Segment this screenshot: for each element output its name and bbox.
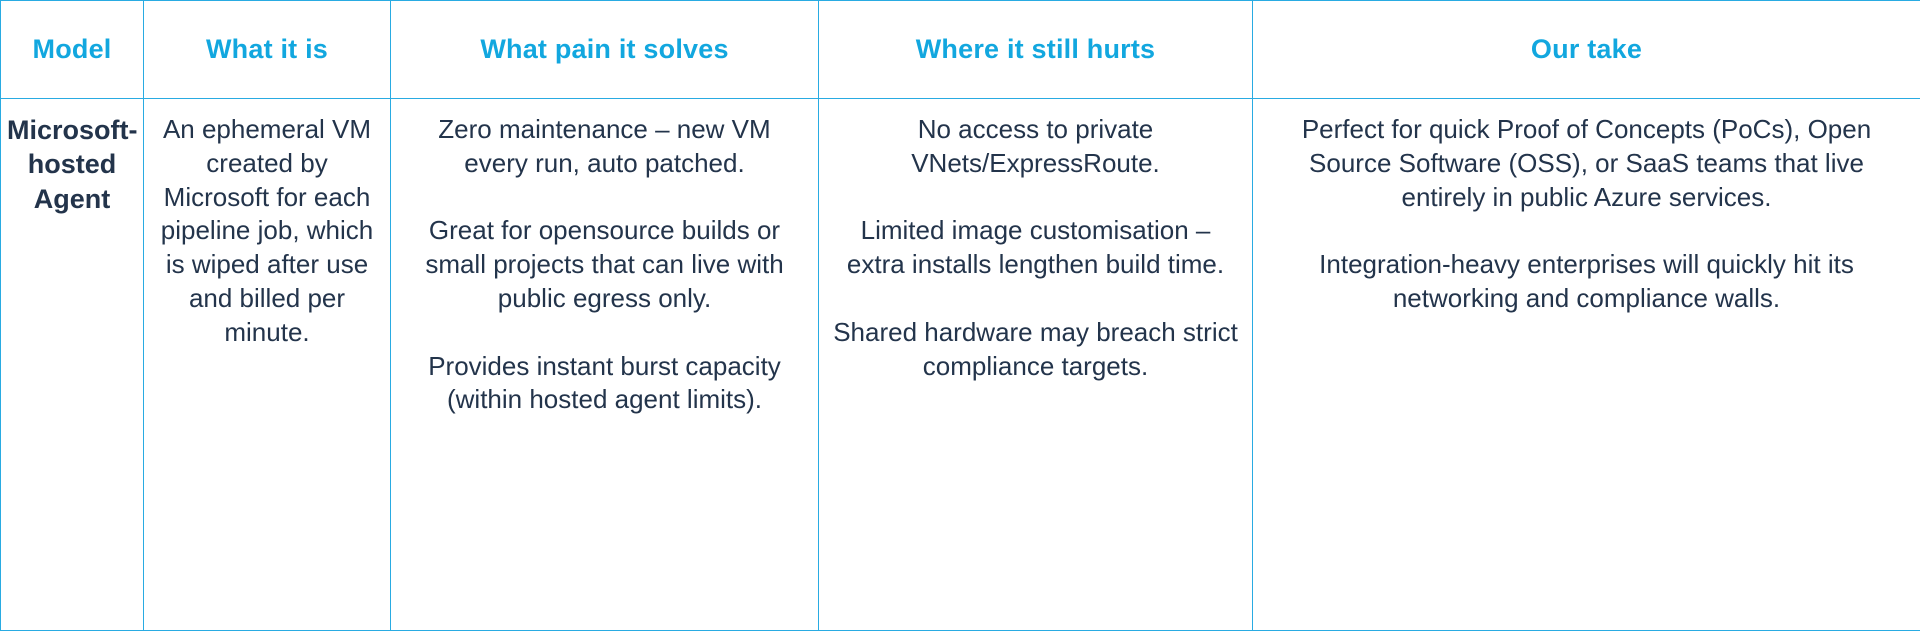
column-header-our-take: Our take	[1253, 1, 1920, 99]
column-header-where-it-still-hurts: Where it still hurts	[819, 1, 1253, 99]
cell-what-it-is-text: An ephemeral VM created by Microsoft for…	[144, 99, 390, 360]
cell-what-pain-it-solves: Zero maintenance – new VM every run, aut…	[391, 99, 819, 631]
paragraph: Great for opensource builds or small pro…	[405, 214, 804, 315]
paragraph: Zero maintenance – new VM every run, aut…	[405, 113, 804, 181]
table-header: Model What it is What pain it solves Whe…	[1, 1, 1920, 99]
column-header-our-take-inner: Our take	[1253, 1, 1920, 98]
paragraph: Integration-heavy enterprises will quick…	[1267, 248, 1906, 316]
table-header-row: Model What it is What pain it solves Whe…	[1, 1, 1920, 99]
column-header-what-it-is-label: What it is	[206, 33, 328, 65]
cell-where-it-still-hurts-text: No access to private VNets/ExpressRoute.…	[819, 99, 1252, 393]
cell-what-it-is: An ephemeral VM created by Microsoft for…	[144, 99, 391, 631]
column-header-our-take-label: Our take	[1531, 33, 1642, 65]
column-header-what-it-is-inner: What it is	[144, 1, 390, 98]
column-header-where-it-still-hurts-inner: Where it still hurts	[819, 1, 1252, 98]
paragraph: Shared hardware may breach strict compli…	[833, 316, 1238, 384]
column-header-model: Model	[1, 1, 144, 99]
paragraph: An ephemeral VM created by Microsoft for…	[158, 113, 376, 350]
cell-our-take: Perfect for quick Proof of Concepts (PoC…	[1253, 99, 1920, 631]
column-header-model-inner: Model	[1, 1, 143, 98]
column-header-model-label: Model	[33, 33, 112, 65]
cell-where-it-still-hurts: No access to private VNets/ExpressRoute.…	[819, 99, 1253, 631]
paragraph: Limited image customisation – extra inst…	[833, 214, 1238, 282]
cell-what-pain-it-solves-text: Zero maintenance – new VM every run, aut…	[391, 99, 818, 427]
column-header-what-it-is: What it is	[144, 1, 391, 99]
paragraph: No access to private VNets/ExpressRoute.	[833, 113, 1238, 181]
column-header-what-pain-it-solves-label: What pain it solves	[480, 33, 728, 65]
column-header-what-pain-it-solves: What pain it solves	[391, 1, 819, 99]
paragraph: Perfect for quick Proof of Concepts (PoC…	[1267, 113, 1906, 214]
cell-our-take-text: Perfect for quick Proof of Concepts (PoC…	[1253, 99, 1920, 326]
paragraph: Provides instant burst capacity (within …	[405, 350, 804, 418]
table-row: Microsoft-hosted Agent An ephemeral VM c…	[1, 99, 1920, 631]
cell-model-text: Microsoft-hosted Agent	[1, 99, 143, 226]
table-body: Microsoft-hosted Agent An ephemeral VM c…	[1, 99, 1920, 631]
column-header-where-it-still-hurts-label: Where it still hurts	[916, 33, 1156, 65]
cell-model: Microsoft-hosted Agent	[1, 99, 144, 631]
column-header-what-pain-it-solves-inner: What pain it solves	[391, 1, 818, 98]
